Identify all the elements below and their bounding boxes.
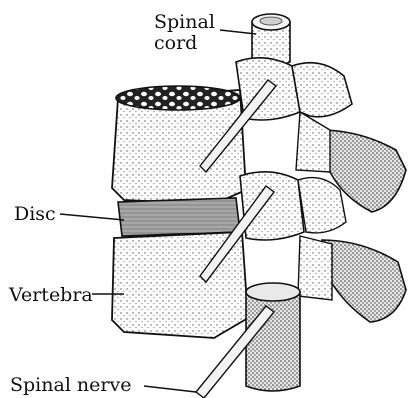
intervertebral-disc xyxy=(118,198,240,236)
disc-label: Disc xyxy=(14,204,56,225)
spinal-nerve-label: Spinal nerve xyxy=(10,375,131,396)
spinal-cord-label-line2: cord xyxy=(154,33,215,54)
vertebra-label: Vertebra xyxy=(9,285,93,306)
spinal-cord-label-line1: Spinal xyxy=(154,12,215,33)
spinal-cord-label: Spinal cord xyxy=(154,12,215,54)
